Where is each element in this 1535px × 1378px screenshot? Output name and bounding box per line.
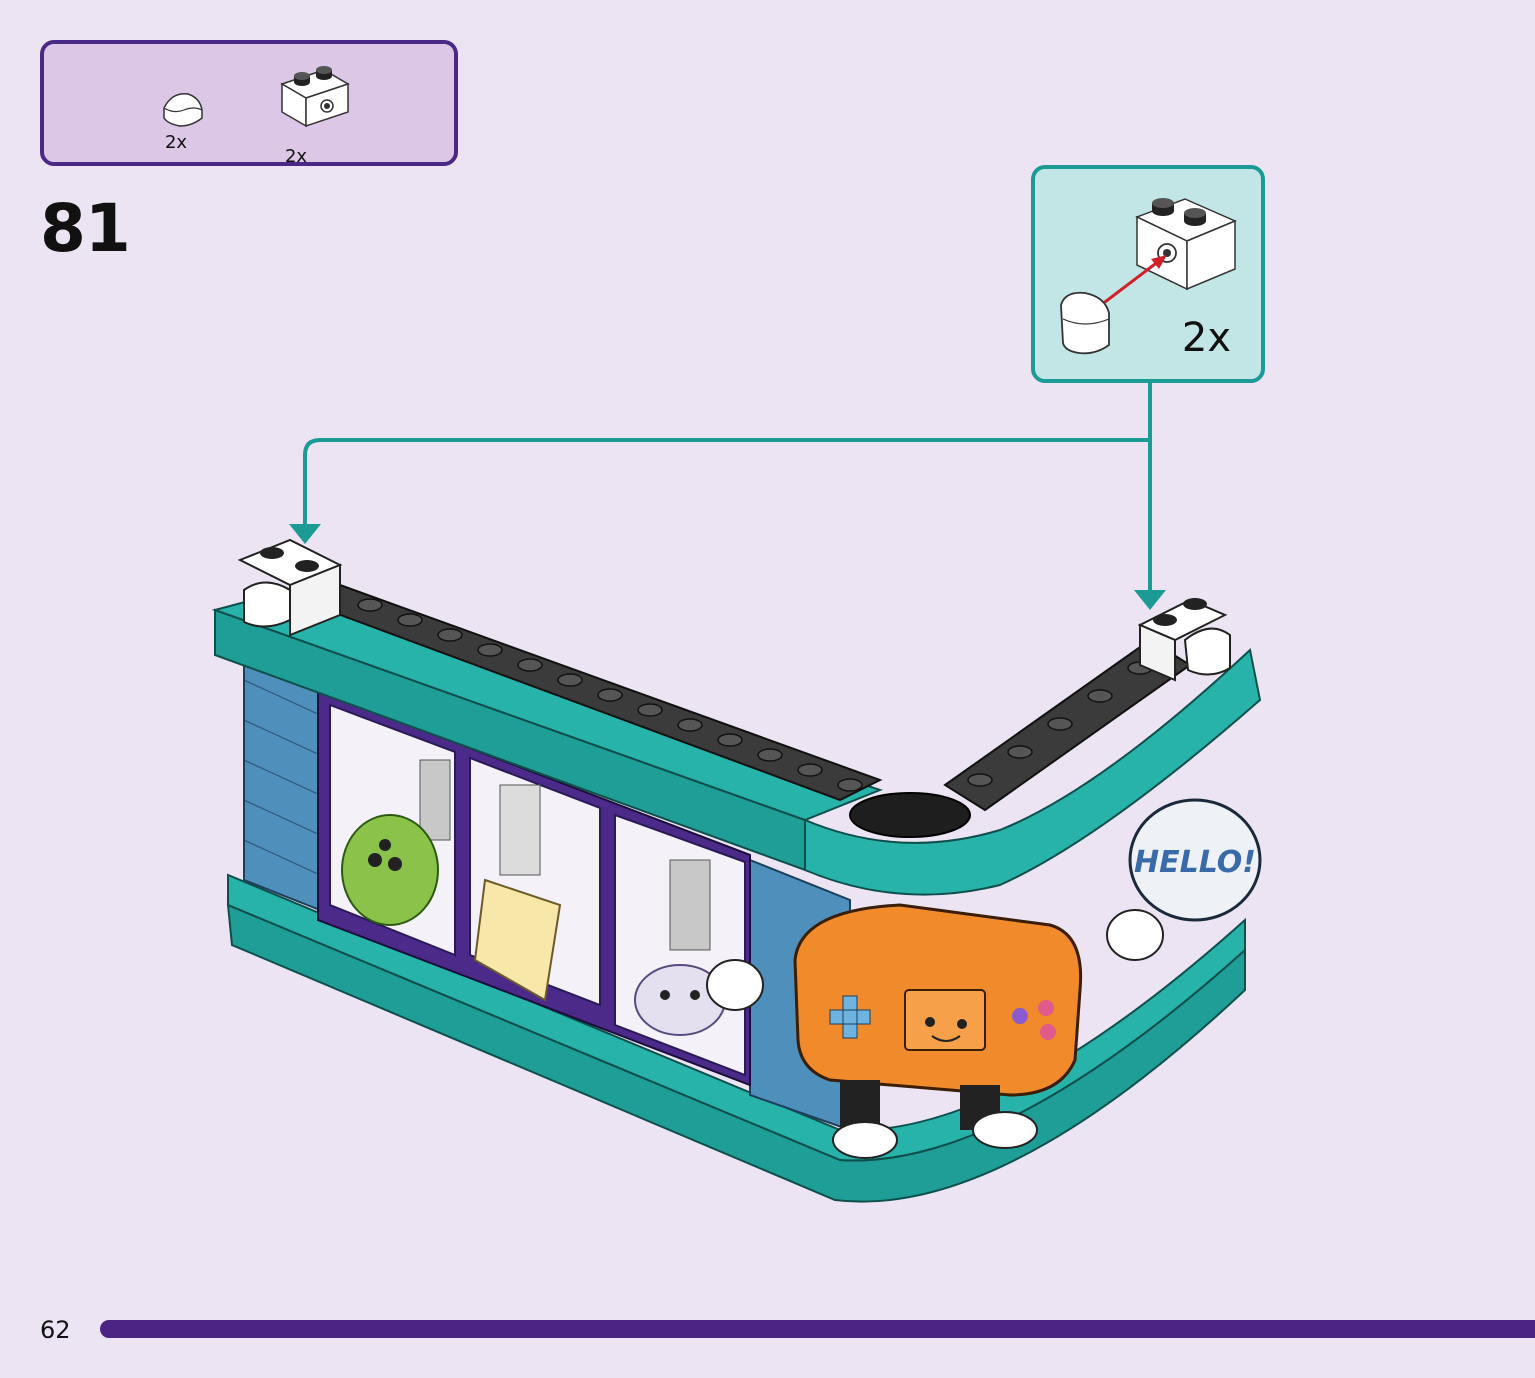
step-number: 81 <box>40 190 131 267</box>
callout-connector <box>303 383 1152 605</box>
placement-arrow-right <box>1134 590 1166 610</box>
part-curved-slope: 2x <box>154 88 214 158</box>
page-number: 62 <box>40 1316 71 1344</box>
game-controller-character <box>706 903 1164 1159</box>
top-wall-corner <box>804 648 1262 896</box>
brick-1x2-with-pin-hole-white-icon <box>280 66 350 128</box>
placed-white-brick-left <box>237 538 343 637</box>
part-qty: 2x <box>164 132 188 153</box>
green-alien-sticker <box>341 814 439 926</box>
parts-list-box: 2x 2x <box>40 40 458 167</box>
subassembly-diagram <box>1060 198 1237 355</box>
placed-white-brick-right <box>1137 598 1231 682</box>
progress-bar <box>100 1320 1535 1338</box>
hello-sign <box>1128 798 1262 922</box>
part-qty: 2x <box>284 146 308 167</box>
curved-slope-white-icon <box>163 93 203 127</box>
part-brick-pin-hole: 2x <box>276 62 356 167</box>
plate-studs <box>357 598 1153 792</box>
subassembly-callout: 2x <box>1031 165 1265 383</box>
callout-quantity: 2x <box>1181 315 1231 361</box>
placement-arrow-left <box>289 524 321 544</box>
comic-poster <box>473 878 562 1002</box>
hello-sign-text: HELLO! <box>1134 845 1256 880</box>
